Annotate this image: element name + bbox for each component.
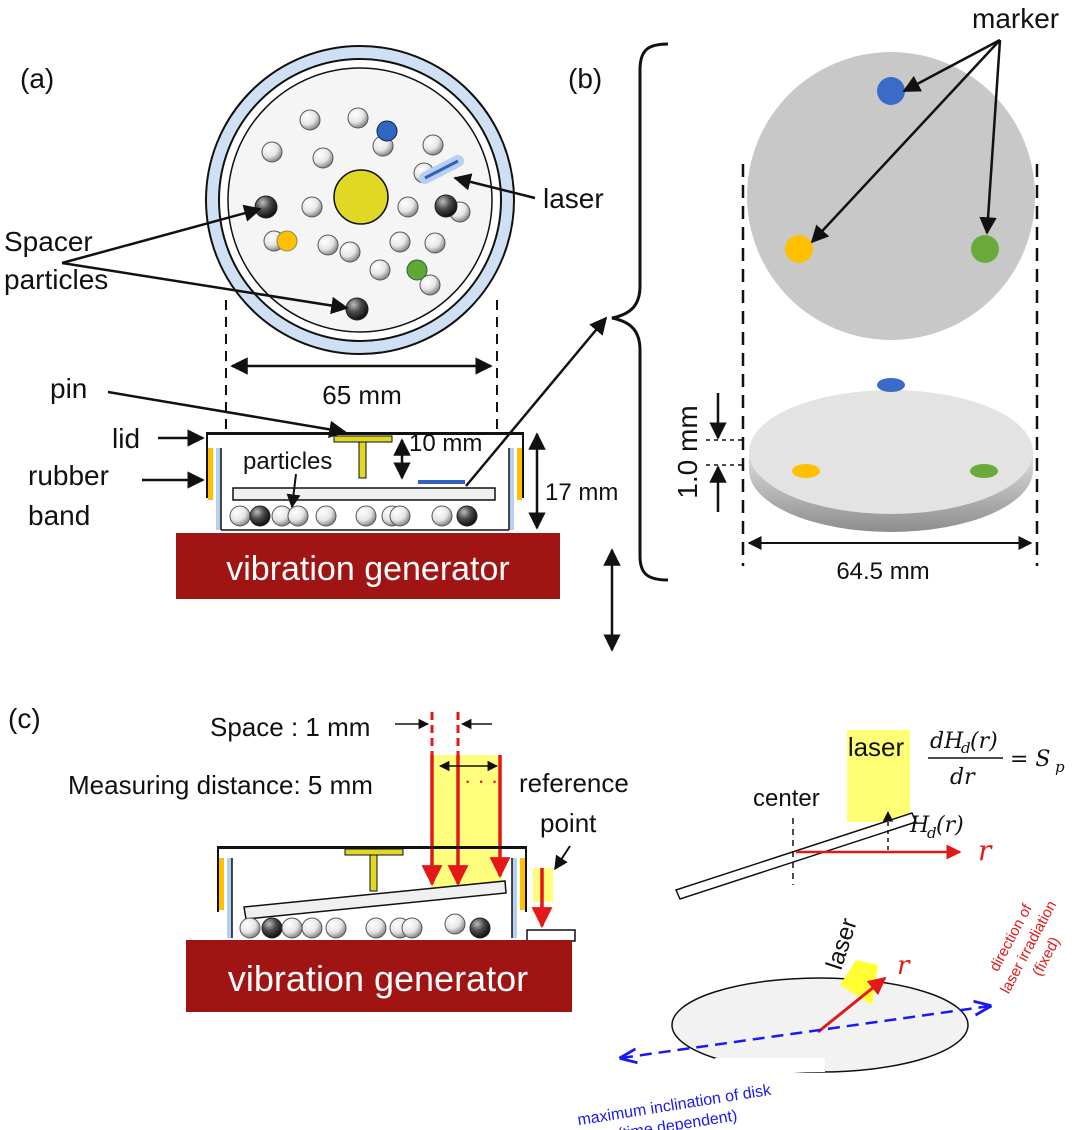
reference-plate — [526, 929, 576, 942]
svg-text:d: d — [961, 739, 971, 757]
pin-side-view-c — [344, 848, 404, 892]
dim-10-label: 10 mm — [409, 430, 482, 457]
laser-area-c — [847, 730, 910, 822]
measuring-label: Measuring distance: 5 mm — [68, 770, 373, 800]
r-label: r — [978, 834, 993, 867]
container-side-view — [206, 432, 524, 531]
panel-c-label: (c) — [8, 703, 41, 734]
slope-equation: dH d (r) dr = S p — [928, 729, 1065, 790]
reference-label-1: reference — [519, 768, 629, 798]
disk-side-view — [232, 487, 496, 501]
generator-label-a: vibration generator — [226, 550, 510, 588]
disk-perspective-c — [671, 977, 969, 1073]
pin-label: pin — [50, 373, 87, 404]
disk-yellow-marker — [785, 235, 813, 263]
green-marker — [406, 259, 428, 281]
dim-17-label: 17 mm — [545, 479, 618, 506]
particles-label: particles — [243, 448, 332, 475]
svg-text:dr: dr — [950, 765, 976, 790]
inclination-label: maximum inclination of disk (time depend… — [576, 1082, 773, 1130]
svg-text:(r): (r) — [970, 729, 998, 754]
disk-tilted-c — [243, 880, 507, 920]
particles-side-view-c — [239, 913, 491, 939]
dim-64-label: 64.5 mm — [836, 558, 929, 585]
rubber-label-2: band — [28, 500, 90, 531]
laser-label: laser — [543, 183, 604, 214]
thickness-label: 1.0 mm — [672, 405, 703, 498]
pin-top-view — [333, 169, 389, 225]
spacer-arrow-1 — [61, 204, 262, 265]
laser-arrow — [453, 173, 536, 200]
yellow-marker — [276, 230, 298, 252]
panel-a-label: (a) — [20, 63, 54, 94]
curly-brace — [611, 42, 669, 582]
marker-label: marker — [972, 3, 1059, 34]
spacer-label-2: particles — [4, 264, 108, 295]
space-label: Space : 1 mm — [210, 712, 370, 742]
reference-label-2: point — [540, 808, 597, 838]
panel-b-label: (b) — [568, 63, 602, 94]
lid-label: lid — [112, 423, 140, 454]
inclination-arrow — [621, 1006, 990, 1058]
dim-65-label: 65 mm — [322, 380, 401, 410]
laser-spot — [424, 159, 459, 180]
vibration-generator-a — [176, 533, 560, 599]
particles-side-view — [229, 505, 478, 527]
marker-arrow-blue — [902, 38, 1001, 93]
disk-blue-marker — [877, 77, 905, 105]
particles-arrow — [286, 473, 301, 509]
beam-dots: · · · — [464, 768, 498, 793]
disk-perspective-view — [749, 378, 1033, 532]
hd-label: H d (r) — [909, 813, 964, 842]
svg-text:H: H — [909, 813, 930, 838]
disk-green-marker — [971, 235, 999, 263]
disk-tilted-right — [674, 812, 918, 900]
svg-text:(r): (r) — [936, 813, 964, 838]
pin-arrow — [107, 390, 347, 439]
r-label-bottom: r — [897, 951, 911, 981]
blue-marker — [376, 120, 398, 142]
svg-text:p: p — [1055, 758, 1065, 776]
marker-arrow-green — [979, 39, 1002, 235]
rubber-label-1: rubber — [28, 460, 109, 491]
reference-arrow — [554, 845, 571, 871]
generator-label-c: vibration generator — [228, 958, 528, 999]
pin-side-view — [333, 435, 393, 479]
spacer-arrow-2 — [61, 261, 349, 315]
center-label: center — [753, 785, 820, 812]
marker-arrow-yellow — [810, 39, 1001, 244]
zoom-arrow — [465, 316, 608, 487]
direction-label: direction of laser irradiation (fixed) — [986, 898, 1063, 997]
spacer-label-1: Spacer — [4, 226, 93, 257]
vibration-generator-c — [186, 940, 572, 1012]
svg-text:= S: = S — [1010, 747, 1051, 772]
svg-text:dH: dH — [930, 729, 964, 754]
laser-label-c: laser — [848, 732, 905, 762]
svg-text:d: d — [927, 824, 937, 842]
disk-top-view — [747, 52, 1035, 340]
container-side-view-c — [217, 846, 527, 938]
disk-edge-mask — [715, 1058, 825, 1072]
